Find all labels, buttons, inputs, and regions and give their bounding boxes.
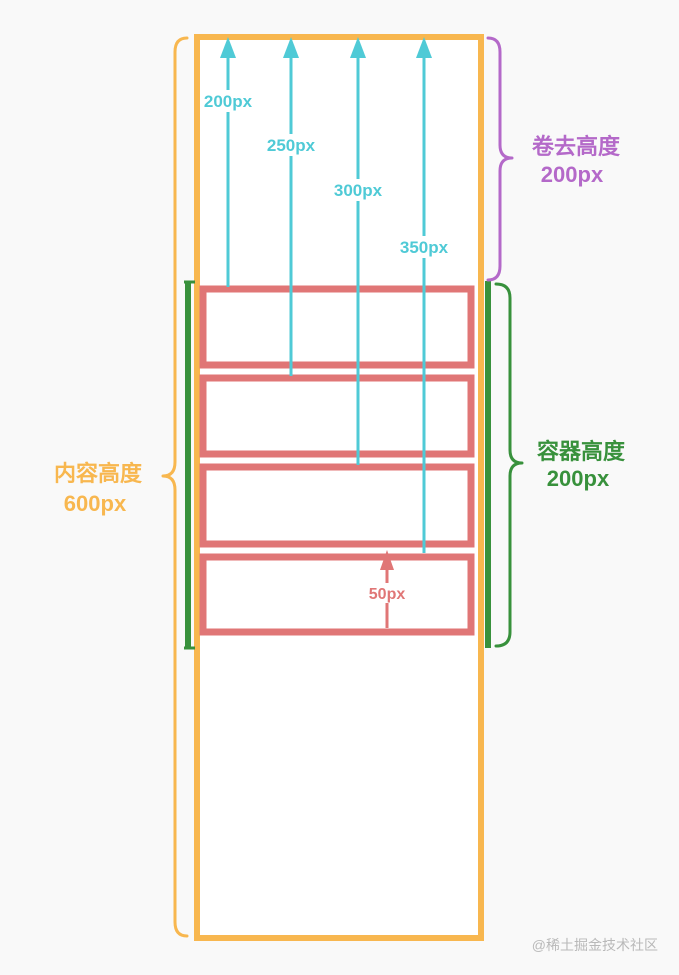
list-item-4 — [199, 553, 475, 636]
content-height-title: 内容高度 — [54, 461, 143, 486]
arrow-label-2: 250px — [267, 136, 316, 155]
container-left-bar — [184, 280, 195, 650]
scrolled-height-title: 卷去高度 — [531, 134, 621, 159]
container-height-brace — [494, 282, 524, 648]
arrow-label-4: 350px — [400, 238, 449, 257]
item-arrow-label: 50px — [369, 586, 406, 603]
arrow-label-3: 300px — [334, 181, 383, 200]
list-item-1 — [199, 285, 475, 369]
content-height-brace — [161, 36, 189, 938]
arrow-label-1: 200px — [204, 92, 253, 111]
offset-arrow-3 — [350, 37, 366, 465]
content-height-value: 600px — [64, 491, 127, 516]
container-height-value: 200px — [547, 466, 610, 491]
offset-arrow-2 — [283, 37, 299, 376]
container-height-title: 容器高度 — [537, 439, 626, 464]
offset-arrow-4 — [416, 37, 432, 553]
watermark: @稀土掘金技术社区 — [532, 937, 658, 953]
scrolled-height-brace — [486, 36, 514, 282]
scrolled-height-value: 200px — [541, 162, 604, 187]
list-item-2 — [199, 374, 475, 458]
list-item-3 — [199, 463, 475, 548]
